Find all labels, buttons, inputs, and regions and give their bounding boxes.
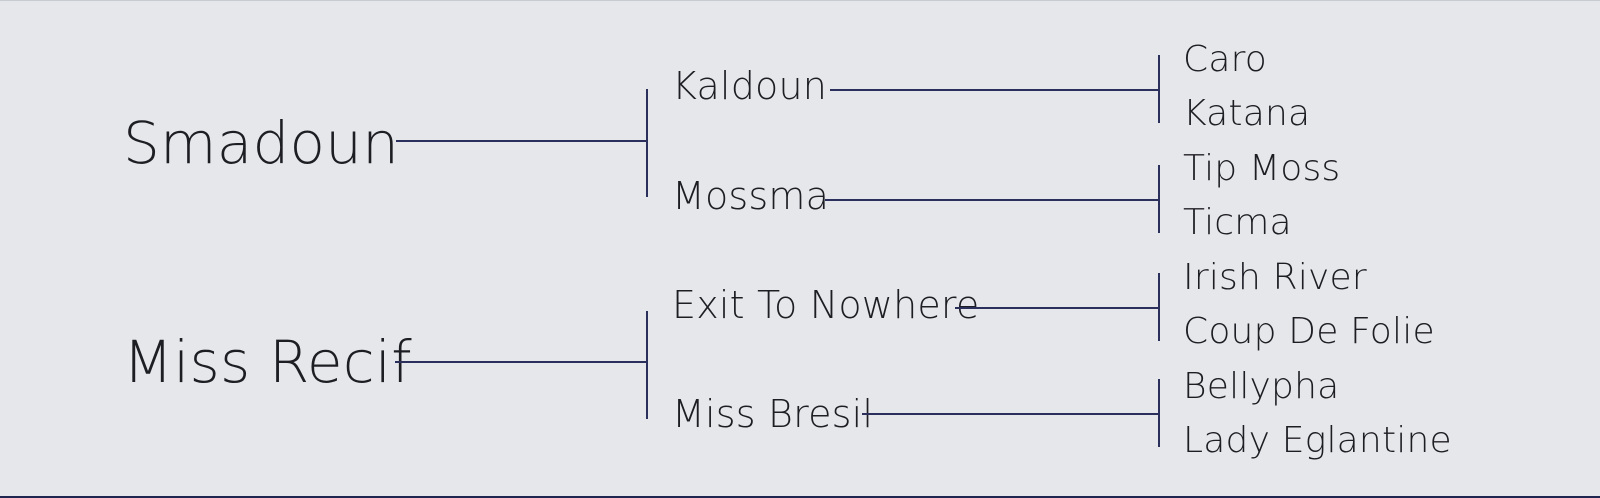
ddd-name: Lady Eglantine [1183,420,1452,461]
sss-name: Caro [1183,39,1268,80]
exit-to-nowhere-connector [955,307,1160,309]
mossma-connector [825,199,1160,201]
sire-dam-name: Mossma [672,174,830,218]
dam-sire-name: Exit To Nowhere [672,283,980,327]
dds-name: Bellypha [1183,366,1340,407]
sds-name: Tip Moss [1183,148,1341,189]
ssd-name: Katana [1183,93,1311,134]
sire-name: Smadoun [123,109,400,177]
dam-name: Miss Recif [123,328,412,396]
dsd-name: Coup De Folie [1183,311,1435,352]
dss-name: Irish River [1183,257,1367,298]
miss-bresil-bracket [1158,379,1160,447]
dam-branch-connector [395,361,648,363]
dam-dam-name: Miss Bresil [672,392,874,436]
sire-branch-bracket [646,89,648,197]
sire-branch-connector [396,140,648,142]
sdd-name: Ticma [1183,202,1292,243]
miss-bresil-connector [862,413,1160,415]
exit-to-nowhere-bracket [1158,273,1160,341]
kaldoun-bracket [1158,55,1160,123]
sire-sire-name: Kaldoun [672,64,828,108]
dam-branch-bracket [646,311,648,419]
mossma-bracket [1158,165,1160,233]
kaldoun-connector [830,89,1160,91]
